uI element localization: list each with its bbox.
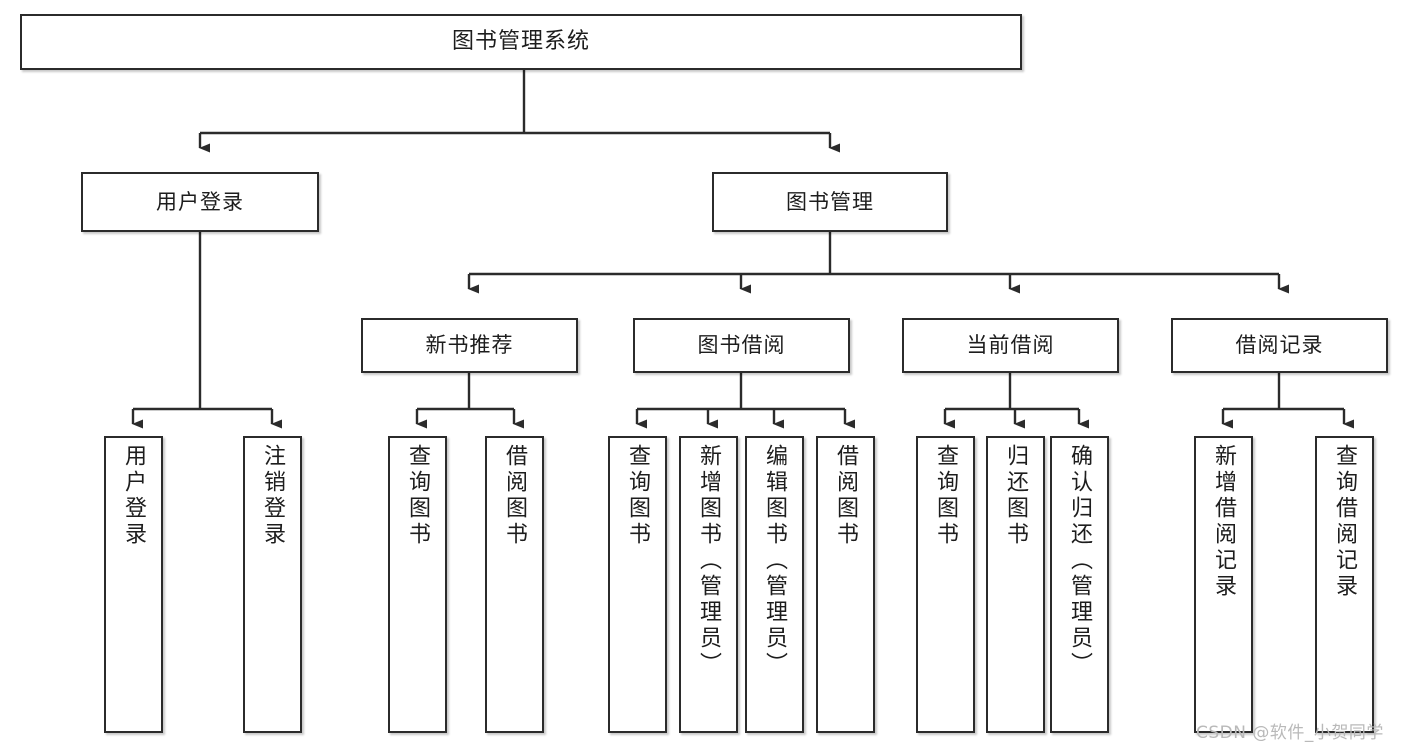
node-label: 查询图书 bbox=[405, 444, 431, 548]
node-book-borrow[interactable]: 图书借阅 bbox=[633, 318, 850, 373]
node-label: 注销登录 bbox=[260, 444, 286, 548]
node-new-book-rec[interactable]: 新书推荐 bbox=[361, 318, 578, 373]
node-label: 查询图书 bbox=[933, 444, 959, 548]
node-current-borrow[interactable]: 当前借阅 bbox=[902, 318, 1119, 373]
node-leaf-borrow-borrow-book[interactable]: 借阅图书 bbox=[816, 436, 875, 733]
node-leaf-borrow-add-book[interactable]: 新增图书（管理员） bbox=[679, 436, 738, 733]
node-label: 编辑图书（管理员） bbox=[762, 444, 788, 678]
node-leaf-borrow-edit-book[interactable]: 编辑图书（管理员） bbox=[745, 436, 804, 733]
node-leaf-current-return-book[interactable]: 归还图书 bbox=[986, 436, 1045, 733]
node-label: 用户登录 bbox=[156, 189, 244, 214]
node-leaf-current-confirm-return[interactable]: 确认归还（管理员） bbox=[1050, 436, 1109, 733]
node-label: 新书推荐 bbox=[425, 333, 514, 358]
node-leaf-record-add[interactable]: 新增借阅记录 bbox=[1194, 436, 1253, 733]
node-label: 查询图书 bbox=[625, 444, 651, 548]
node-label: 用户登录 bbox=[121, 444, 147, 548]
node-label: 归还图书 bbox=[1003, 444, 1029, 548]
node-label: 借阅记录 bbox=[1235, 333, 1324, 358]
csdn-watermark: CSDN @软件_小贺同学 bbox=[1196, 723, 1384, 743]
node-borrow-record[interactable]: 借阅记录 bbox=[1171, 318, 1388, 373]
node-label: 确认归还（管理员） bbox=[1067, 444, 1093, 678]
node-root[interactable]: 图书管理系统 bbox=[20, 14, 1022, 70]
node-label: 当前借阅 bbox=[966, 333, 1055, 358]
node-leaf-user-logout[interactable]: 注销登录 bbox=[243, 436, 302, 733]
node-user-login[interactable]: 用户登录 bbox=[81, 172, 319, 232]
node-label: 借阅图书 bbox=[833, 444, 859, 548]
node-leaf-current-query-book[interactable]: 查询图书 bbox=[916, 436, 975, 733]
node-leaf-borrow-query-book[interactable]: 查询图书 bbox=[608, 436, 667, 733]
node-label: 借阅图书 bbox=[502, 444, 528, 548]
node-leaf-rec-borrow-book[interactable]: 借阅图书 bbox=[485, 436, 544, 733]
node-label: 图书借阅 bbox=[697, 333, 786, 358]
node-label: 图书管理系统 bbox=[451, 29, 590, 55]
node-leaf-user-login[interactable]: 用户登录 bbox=[104, 436, 163, 733]
node-label: 图书管理 bbox=[786, 189, 874, 214]
node-leaf-rec-query-book[interactable]: 查询图书 bbox=[388, 436, 447, 733]
node-book-manage[interactable]: 图书管理 bbox=[712, 172, 948, 232]
node-label: 查询借阅记录 bbox=[1332, 444, 1358, 600]
node-label: 新增借阅记录 bbox=[1211, 444, 1237, 600]
node-leaf-record-query[interactable]: 查询借阅记录 bbox=[1315, 436, 1374, 733]
node-label: 新增图书（管理员） bbox=[696, 444, 722, 678]
